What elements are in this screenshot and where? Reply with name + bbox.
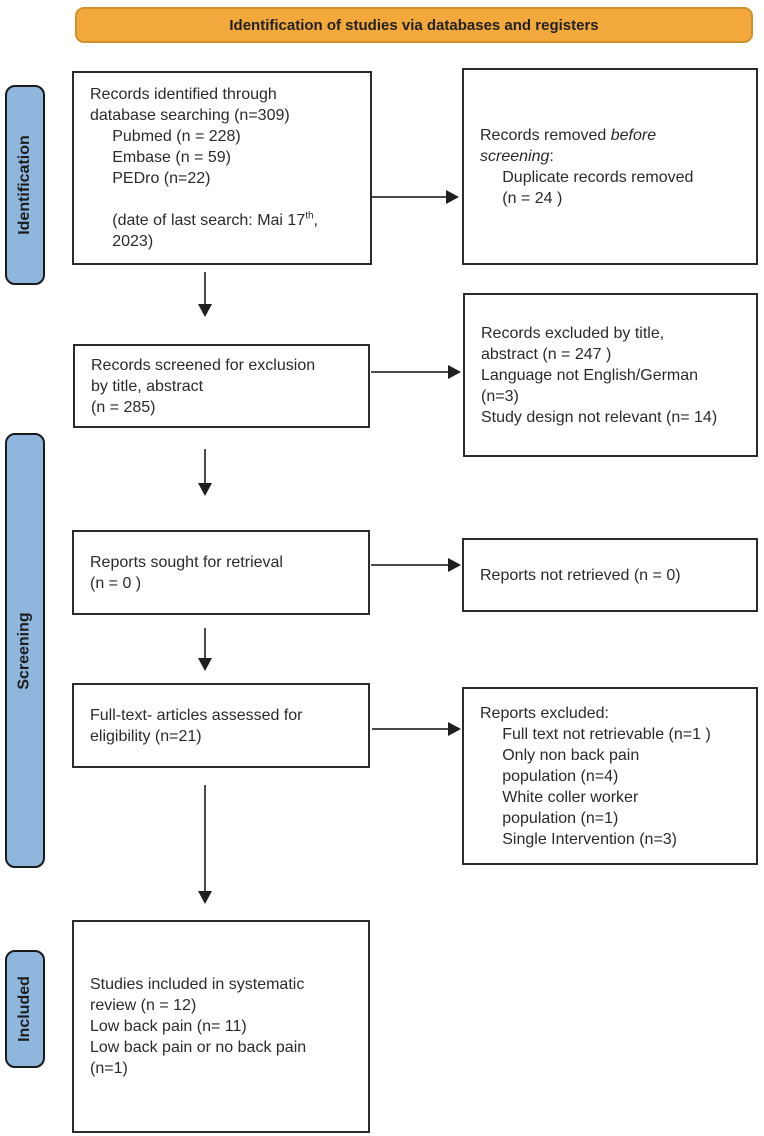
arrow-identified-to-removed — [372, 190, 459, 204]
box-records-excluded-text: Records excluded by title,abstract (n = … — [481, 324, 718, 426]
arrow-fulltext-to-reports-excluded — [372, 722, 461, 736]
stage-label-included-text: Included — [16, 976, 33, 1042]
stage-label-identification: Identification — [5, 85, 45, 285]
arrow-screened-to-excluded — [371, 365, 461, 379]
arrow-sought-to-fulltext — [198, 628, 212, 671]
stage-label-identification-text: Identification — [16, 135, 33, 235]
banner-title: Identification of studies via databases … — [229, 16, 599, 34]
arrow-identified-to-screened — [198, 272, 212, 317]
box-reports-sought-text: Reports sought for retrieval(n = 0 ) — [90, 553, 283, 592]
banner: Identification of studies via databases … — [75, 7, 753, 43]
box-reports-sought: Reports sought for retrieval(n = 0 ) — [72, 530, 370, 615]
box-reports-not-retrieved: Reports not retrieved (n = 0) — [462, 538, 758, 612]
box-reports-excluded: Reports excluded: Full text not retrieva… — [462, 687, 758, 865]
box-records-excluded: Records excluded by title,abstract (n = … — [463, 293, 758, 457]
arrow-fulltext-to-included — [198, 785, 212, 904]
arrow-sought-to-not-retrieved — [371, 558, 461, 572]
arrow-screened-to-sought — [198, 449, 212, 496]
stage-label-screening-text: Screening — [16, 611, 34, 690]
box-reports-excluded-text: Reports excluded: Full text not retrieva… — [480, 704, 711, 848]
box-reports-not-retrieved-text: Reports not retrieved (n = 0) — [480, 566, 681, 584]
stage-label-included: Included — [5, 950, 45, 1068]
stage-label-screening: Screening — [5, 433, 45, 868]
